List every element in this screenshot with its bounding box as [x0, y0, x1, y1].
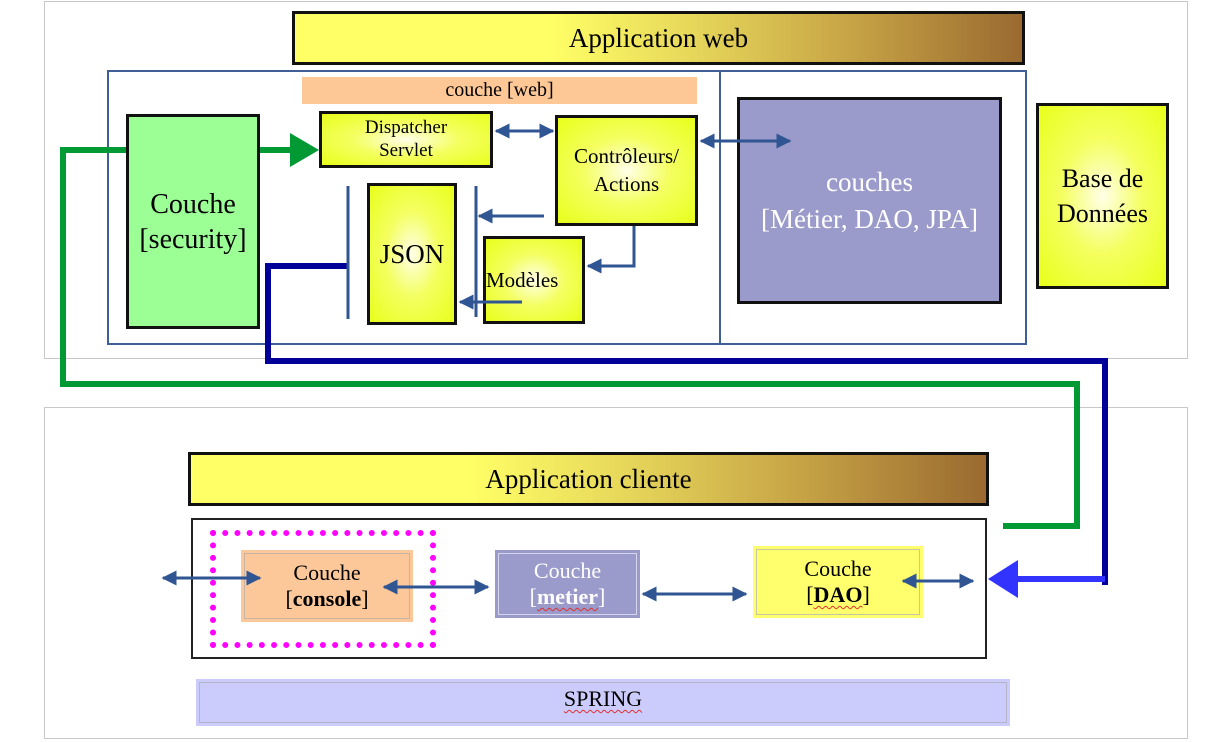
- metier-layer-box: Couche [metier]: [495, 550, 640, 618]
- controllers-line2: Actions: [593, 171, 660, 196]
- metier-layer-line1: Couche: [533, 557, 602, 583]
- dao-layer-line1: Couche: [804, 555, 872, 581]
- console-layer-line2: [console]: [285, 586, 369, 611]
- dispatcher-line1: Dispatcher: [364, 116, 448, 138]
- controllers-box: Contrôleurs/ Actions: [555, 115, 698, 226]
- console-layer-name: console: [292, 586, 362, 611]
- database-box: Base de Données: [1036, 103, 1169, 289]
- dao-layer-line2: [DAO]: [806, 582, 870, 607]
- client-application-title: Application cliente: [188, 452, 989, 506]
- web-layer-label: couche [web]: [302, 77, 697, 104]
- spring-framework-label: SPRING: [563, 686, 643, 711]
- console-layer-line1: Couche: [293, 559, 361, 585]
- security-layer-box: Couche [security]: [126, 114, 260, 329]
- json-box: JSON: [367, 183, 457, 325]
- business-layers-box: couches [Métier, DAO, JPA]: [737, 97, 1002, 304]
- web-application-title: Application web: [292, 11, 1025, 65]
- web-layer-label-text: couche [web]: [445, 79, 554, 101]
- metier-layer-name: metier: [536, 584, 599, 609]
- models-label: Modèles: [486, 267, 559, 292]
- dao-layer-box: Couche [DAO]: [753, 546, 923, 618]
- controllers-line1: Contrôleurs/: [574, 144, 679, 169]
- models-box: Modèles: [483, 236, 585, 324]
- security-layer-line2: [security]: [139, 223, 247, 255]
- dispatcher-line2: Servlet: [379, 139, 433, 161]
- dao-layer-name: DAO: [813, 582, 863, 607]
- business-layers-line2: [Métier, DAO, JPA]: [761, 203, 978, 234]
- dispatcher-servlet-box: Dispatcher Servlet: [319, 111, 493, 168]
- web-application-title-text: Application web: [568, 22, 749, 53]
- database-line1: Base de: [1061, 163, 1144, 193]
- json-label: JSON: [379, 238, 445, 269]
- business-layers-line1: couches: [826, 167, 913, 198]
- database-line2: Données: [1057, 199, 1148, 228]
- console-layer-box: Couche [console]: [241, 550, 413, 622]
- client-application-title-text: Application cliente: [485, 463, 692, 494]
- spring-framework-bar: SPRING: [196, 679, 1010, 726]
- metier-layer-line2: [metier]: [529, 584, 606, 609]
- security-layer-line1: Couche: [150, 188, 236, 220]
